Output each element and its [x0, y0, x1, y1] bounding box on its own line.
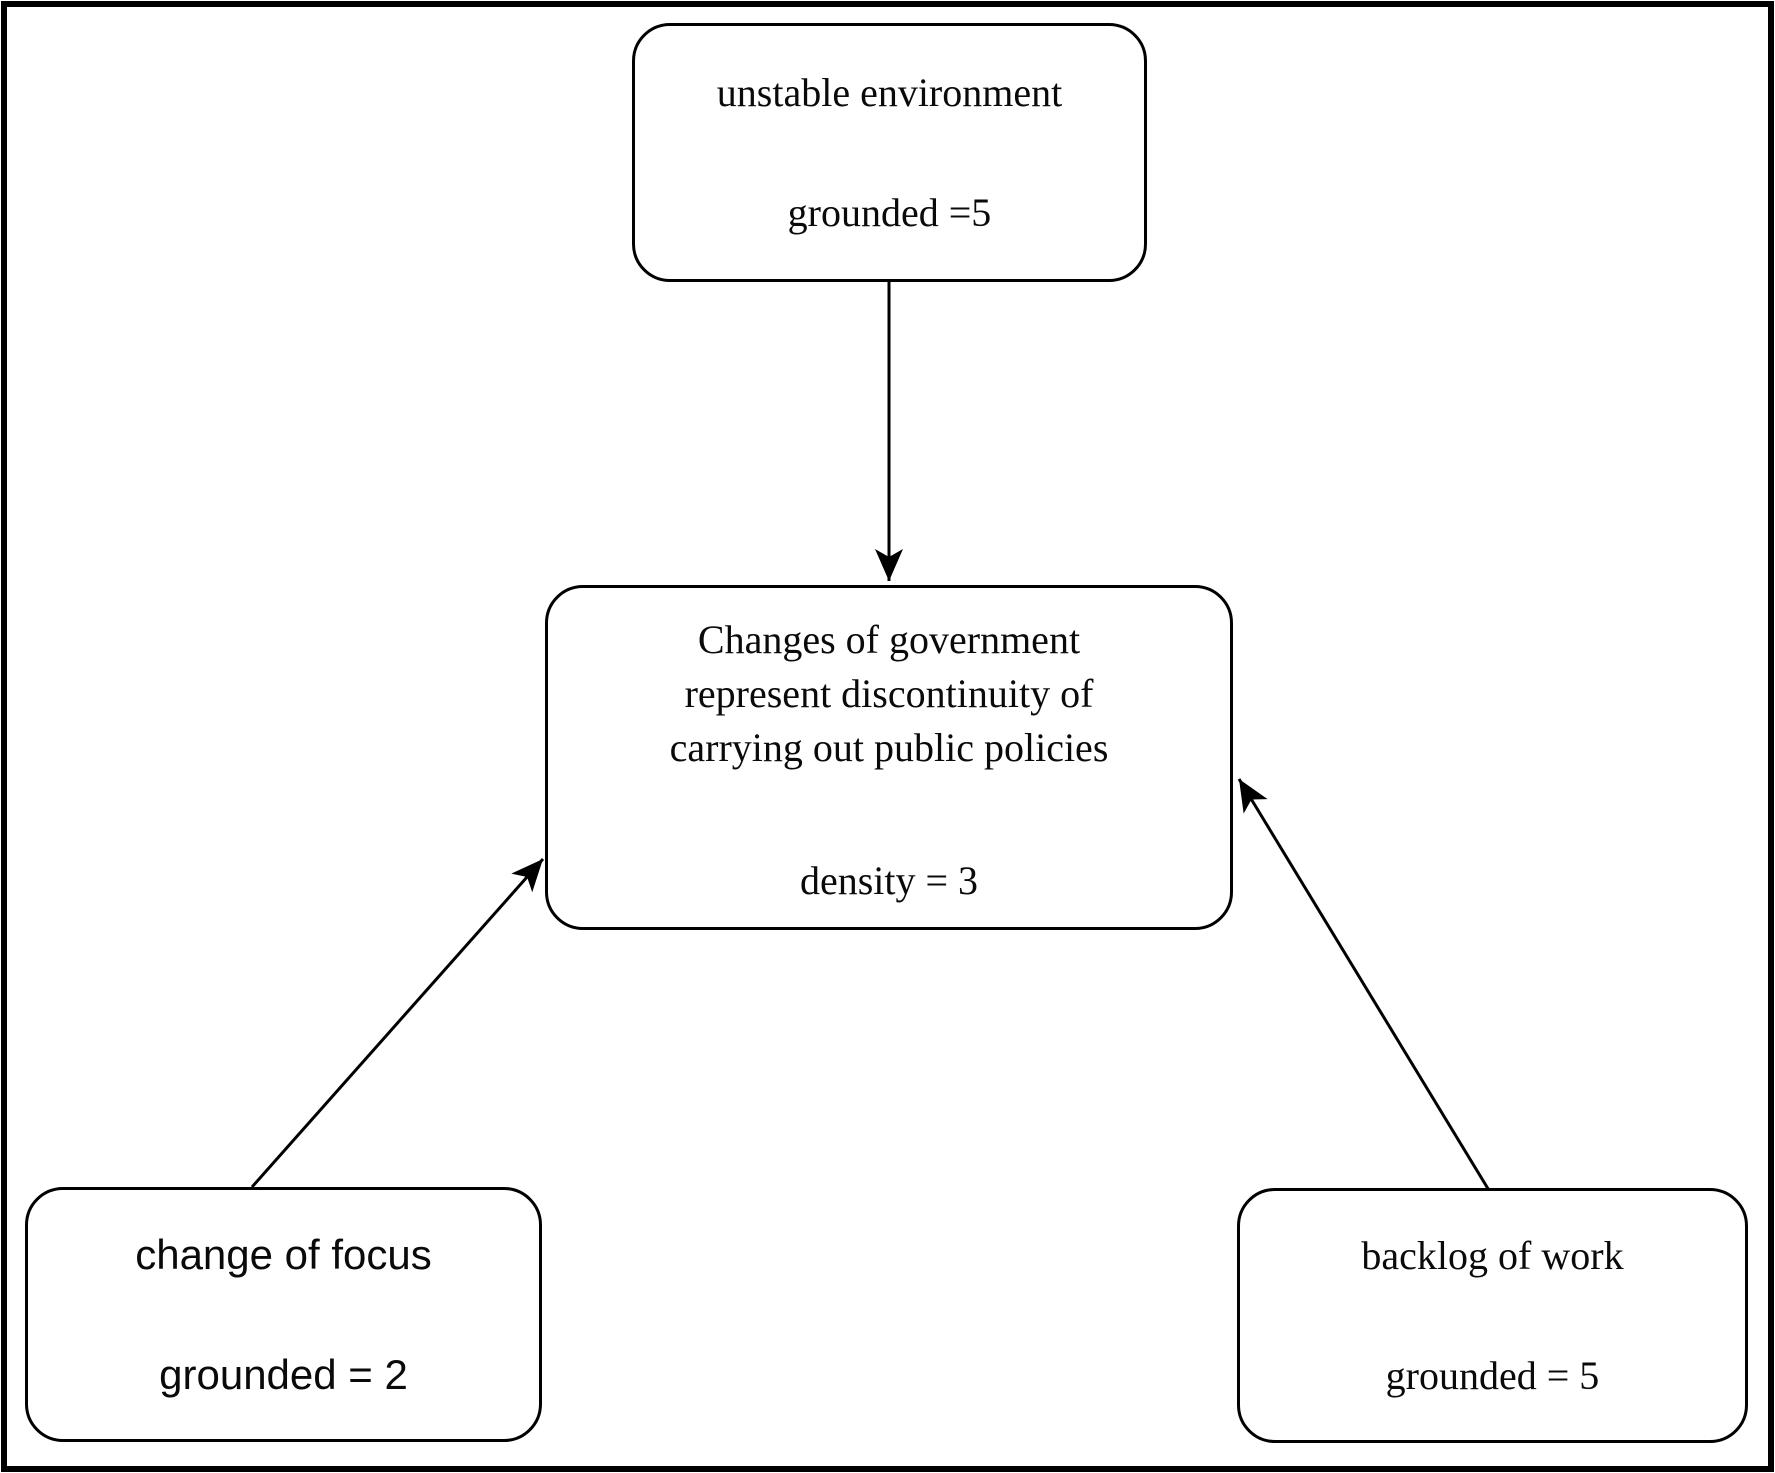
node-backlog-of-work: backlog of work grounded = 5	[1237, 1188, 1748, 1443]
node-label-line: Changes of government	[697, 616, 1081, 662]
node-label-line: carrying out public policies	[669, 724, 1109, 770]
node-metric: grounded =5	[787, 189, 992, 235]
node-metric: grounded = 5	[1385, 1352, 1600, 1398]
node-change-of-focus: change of focus grounded = 2	[25, 1187, 542, 1442]
node-label: unstable environment	[716, 69, 1063, 115]
node-label: backlog of work	[1361, 1232, 1624, 1278]
node-label: Changes of government represent disconti…	[670, 613, 1109, 775]
node-label: change of focus	[135, 1230, 432, 1278]
edge-backlog-of-work-to-changes	[1237, 778, 1492, 1193]
node-metric: grounded = 2	[159, 1350, 408, 1398]
node-unstable-environment: unstable environment grounded =5	[632, 23, 1147, 282]
node-metric: density = 3	[799, 857, 979, 903]
node-changes-of-government: Changes of government represent disconti…	[545, 585, 1233, 930]
node-label-line: represent discontinuity of	[684, 670, 1094, 716]
edge-change-of-focus-to-changes	[250, 858, 545, 1188]
